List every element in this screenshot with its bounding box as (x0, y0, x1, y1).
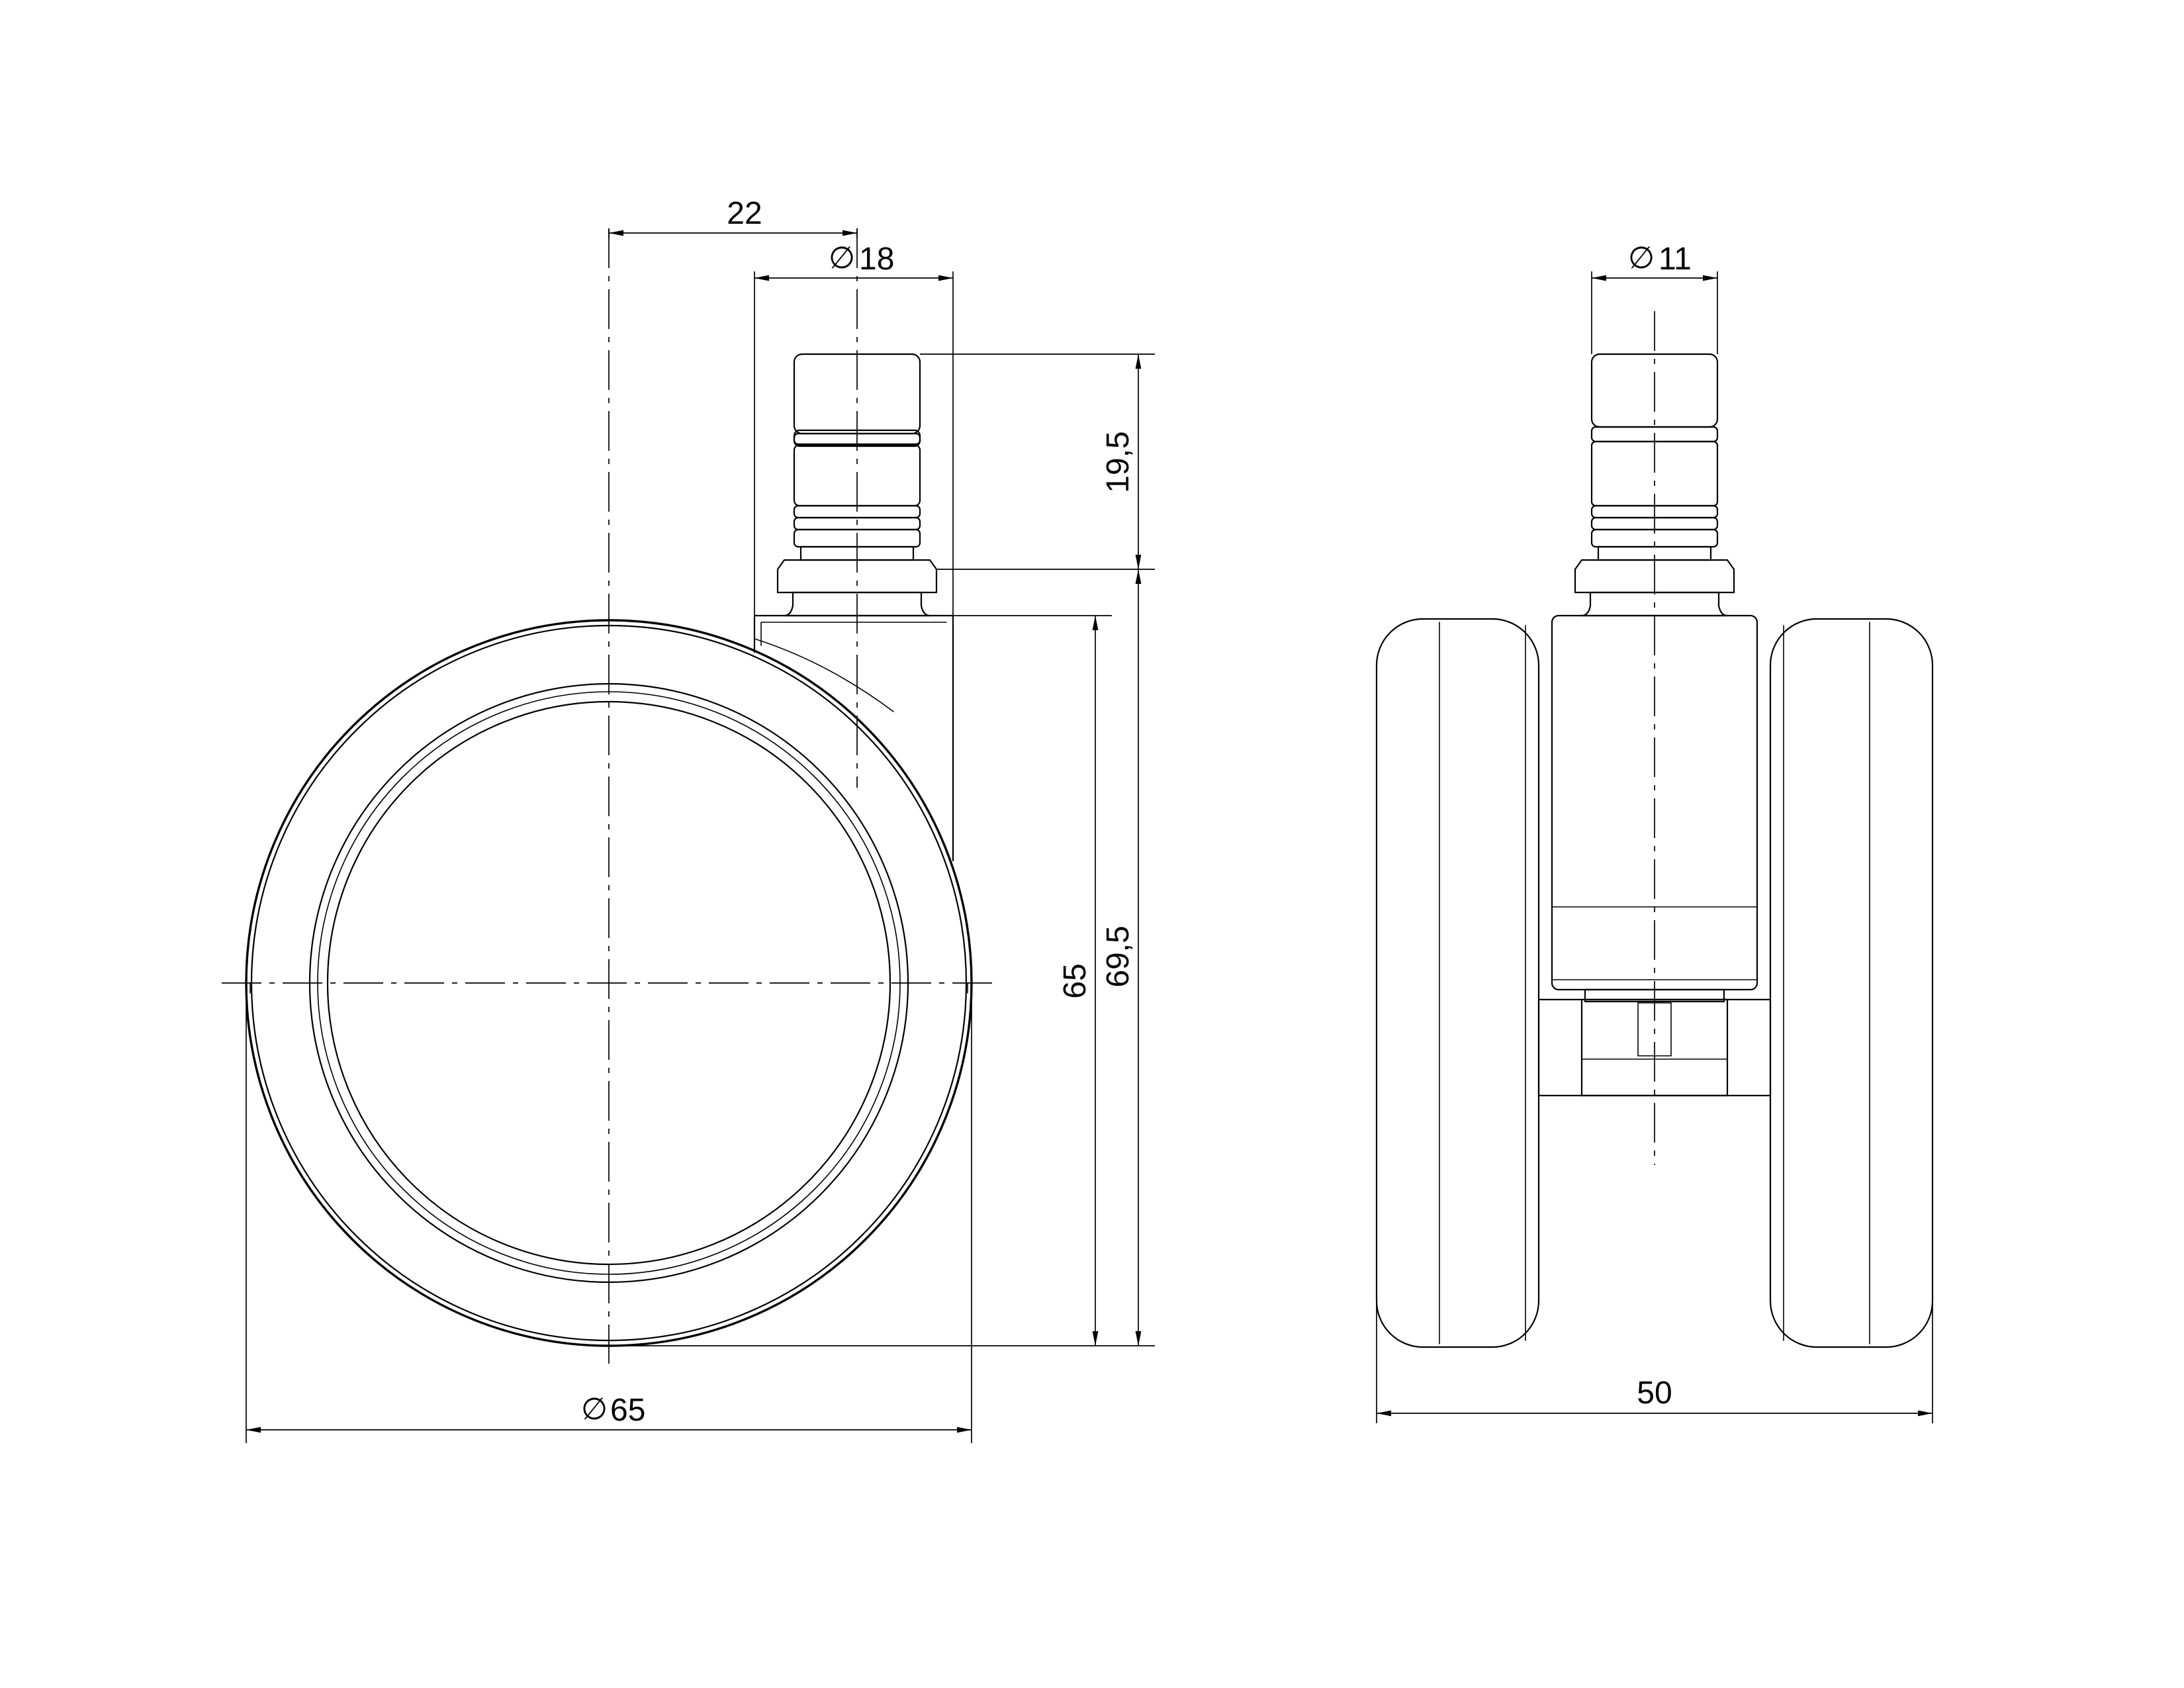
front-wheel-left (1375, 618, 1540, 1348)
dim-wheel-diameter-label: 65 (610, 1393, 645, 1428)
dim-front-stem-diameter-symbol: ∅ (1628, 240, 1655, 275)
dim-offset-label: 22 (727, 196, 762, 231)
dimension-labels: 22 ∅ 18 19,5 65 69,5 ∅ 65 ∅ 11 50 (581, 196, 1692, 1428)
front-wheel-right (1769, 618, 1934, 1348)
dim-total-width-label: 50 (1637, 1376, 1672, 1411)
dim-front-stem-diameter-label: 11 (1659, 242, 1692, 277)
side-centerlines (222, 228, 999, 1364)
dim-body-height-label: 65 (1058, 963, 1093, 998)
dim-stem-diameter-symbol: ∅ (829, 240, 855, 275)
dim-stem-length-label: 19,5 (1101, 431, 1136, 492)
dim-stem-diameter-label: 18 (859, 242, 894, 277)
side-view (222, 228, 999, 1364)
side-housing (753, 614, 954, 862)
front-view (1375, 311, 1934, 1348)
dim-wheel-diameter-symbol: ∅ (581, 1391, 608, 1427)
dimension-lines (246, 228, 1933, 1443)
dim-total-height-label: 69,5 (1101, 925, 1136, 987)
